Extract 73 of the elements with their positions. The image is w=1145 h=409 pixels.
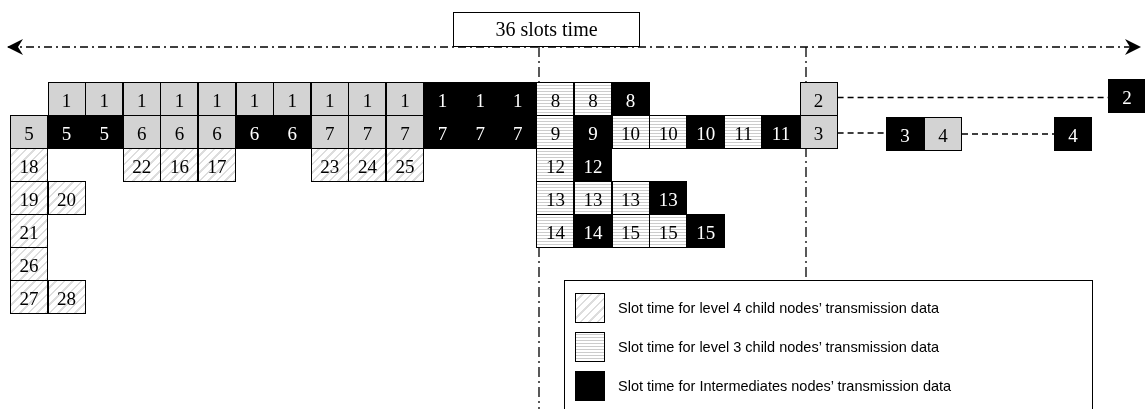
slot-cell: 5 xyxy=(85,115,124,149)
slot-cell: 9 xyxy=(574,115,612,149)
legend-text: Slot time for level 4 child nodes’ transmission data xyxy=(618,300,940,316)
slot-cell: 4 xyxy=(1054,117,1092,151)
slot-cell: 1 xyxy=(423,82,462,116)
slot-cell: 25 xyxy=(386,148,424,182)
slot-cell: 1 xyxy=(122,82,161,116)
slot-cell: 24 xyxy=(348,148,387,182)
slot-cell: 1 xyxy=(310,82,349,116)
slot-cell: 1 xyxy=(85,82,124,116)
slot-cell: 8 xyxy=(536,82,575,116)
slot-cell: 21 xyxy=(10,214,48,248)
slot-cell: 3 xyxy=(799,115,838,149)
slot-cell: 1 xyxy=(348,82,387,116)
slot-cell: 22 xyxy=(122,148,161,182)
slot-cell: 15 xyxy=(649,214,688,248)
slot-cell: 12 xyxy=(536,148,575,182)
slot-cell: 1 xyxy=(47,82,86,116)
slot-cell: 4 xyxy=(924,117,962,151)
slot-cell: 13 xyxy=(574,181,612,215)
slot-cell: 18 xyxy=(10,148,48,182)
slot-cell: 13 xyxy=(649,181,688,215)
slot-cell: 7 xyxy=(310,115,349,149)
slot-cell: 11 xyxy=(724,115,763,149)
slot-cell: 14 xyxy=(536,214,575,248)
slot-cell: 7 xyxy=(498,115,537,149)
slot-cell: 1 xyxy=(235,82,274,116)
slot-cell: 6 xyxy=(122,115,161,149)
slot-cell: 13 xyxy=(536,181,575,215)
slot-cell: 10 xyxy=(611,115,650,149)
slot-cell: 1 xyxy=(273,82,312,116)
slot-cell: 12 xyxy=(574,148,612,182)
slot-cell: 2 xyxy=(1108,79,1145,113)
slot-cell: 10 xyxy=(649,115,688,149)
slot-cell: 2 xyxy=(799,82,838,116)
slot-cell: 1 xyxy=(160,82,199,116)
slot-cell: 8 xyxy=(574,82,612,116)
slot-cell: 9 xyxy=(536,115,575,149)
slot-cell: 6 xyxy=(160,115,199,149)
slot-cell: 7 xyxy=(386,115,424,149)
slot-cell: 5 xyxy=(47,115,86,149)
slot-cell: 3 xyxy=(886,117,924,151)
connector-line xyxy=(961,133,1055,135)
slot-cell: 1 xyxy=(461,82,500,116)
legend-text: Slot time for Intermediates nodes’ transmission data xyxy=(618,378,952,394)
slot-cell: 23 xyxy=(310,148,349,182)
slot-cell: 17 xyxy=(198,148,236,182)
slot-cell: 16 xyxy=(160,148,199,182)
slot-cell: 15 xyxy=(611,214,650,248)
slot-cell: 20 xyxy=(47,181,86,215)
slot-cell: 13 xyxy=(611,181,650,215)
slot-cell: 11 xyxy=(762,115,800,149)
slot-cell: 28 xyxy=(47,280,86,314)
connector-line xyxy=(836,132,887,134)
slot-cell: 1 xyxy=(198,82,236,116)
slot-cell: 26 xyxy=(10,247,48,281)
slot-cell: 1 xyxy=(498,82,537,116)
slot-cell: 6 xyxy=(198,115,236,149)
slot-cell: 1 xyxy=(386,82,424,116)
slot-cell: 14 xyxy=(574,214,612,248)
slot-cell: 5 xyxy=(10,115,48,149)
slot-cell: 19 xyxy=(10,181,48,215)
slot-cell: 7 xyxy=(423,115,462,149)
slot-cell: 27 xyxy=(10,280,48,314)
slot-cell: 7 xyxy=(461,115,500,149)
slot-cell: 15 xyxy=(686,214,725,248)
time-span-label: 36 slots time xyxy=(453,12,640,47)
slot-cell: 6 xyxy=(235,115,274,149)
legend-text: Slot time for level 3 child nodes’ transmission data xyxy=(618,339,940,355)
slot-cell: 7 xyxy=(348,115,387,149)
slot-cell: 6 xyxy=(273,115,312,149)
slot-cell: 8 xyxy=(611,82,650,116)
slot-cell: 10 xyxy=(686,115,725,149)
